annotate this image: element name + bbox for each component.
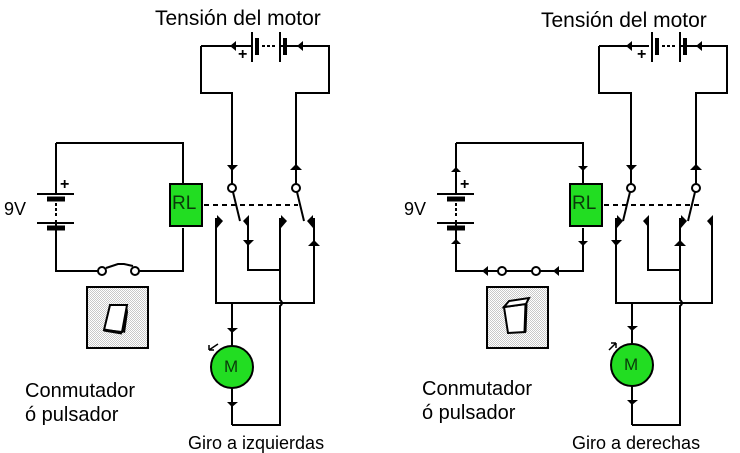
right-circuit <box>437 32 728 426</box>
toggle-button-left[interactable] <box>86 286 149 349</box>
current-arrow-icon <box>230 41 236 51</box>
relay-label: RL <box>172 193 197 214</box>
control-circuit <box>37 142 184 276</box>
current-arrow-icon <box>626 41 632 51</box>
motor-label: M <box>624 355 639 374</box>
control-switch-open[interactable] <box>97 263 140 276</box>
battery-plus: + <box>460 176 470 193</box>
motor-supply-label: Tensión del motor <box>155 7 321 30</box>
switch-caption-line1: Conmutador <box>25 380 136 402</box>
counterclockwise-arrow-icon <box>208 343 219 351</box>
rotation-label: Giro a derechas <box>572 433 701 453</box>
control-voltage-label: 9V <box>404 199 427 219</box>
clockwise-arrow-icon <box>608 342 617 351</box>
relay-coil <box>169 183 203 227</box>
motor-supply-plus: + <box>238 46 248 63</box>
relay-label: RL <box>572 193 597 214</box>
rotation-label: Giro a izquierdas <box>188 433 325 453</box>
motor-supply-battery <box>598 32 728 185</box>
control-switch-closed[interactable] <box>497 266 541 276</box>
current-arrow-icon <box>297 41 303 51</box>
toggle-button-right[interactable] <box>486 286 549 349</box>
battery-plus: + <box>60 176 70 193</box>
left-circuit <box>37 32 330 426</box>
motor <box>210 345 254 389</box>
switch-caption-line1: Conmutador <box>422 378 533 400</box>
relay-contacts <box>215 164 320 426</box>
control-voltage-label: 9V <box>4 199 27 219</box>
relay-contacts <box>611 164 713 426</box>
current-arrow-icon <box>696 41 702 51</box>
motor <box>610 343 654 387</box>
relay-coil <box>569 183 603 227</box>
motor-supply-battery <box>200 32 330 185</box>
motor-label: M <box>224 357 239 376</box>
motor-supply-plus: + <box>637 46 647 63</box>
motor-supply-label: Tensión del motor <box>541 9 707 32</box>
switch-caption-line2: ó pulsador <box>25 404 119 426</box>
switch-caption-line2: ó pulsador <box>422 402 516 424</box>
control-circuit <box>437 142 588 276</box>
